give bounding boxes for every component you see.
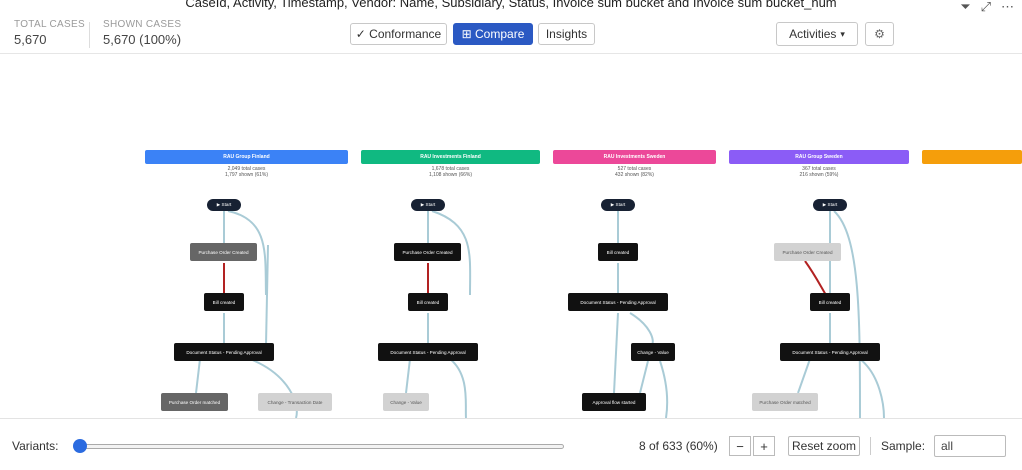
activities-label: Activities [789,27,837,41]
edge [195,358,201,394]
chevron-down-icon: ▾ [840,28,845,39]
total-cases-value: 5,670 [14,32,47,47]
column-total-1: 2,049 total cases [227,166,266,172]
column-shown-4: 216 shown (59%) [799,172,839,178]
column-shown-1: 1,797 shown (61%) [224,172,269,178]
edge [629,312,654,346]
shown-cases-value: 5,670 (100%) [103,32,182,47]
bill-created-node[interactable]: Bill created [810,293,850,311]
reset-zoom-button[interactable]: Reset zoom [788,436,860,456]
shown-cases-label: SHOWN CASES [103,19,182,30]
variants-count: 8 of 633 (60%) [639,439,718,453]
sample-label: Sample: [881,439,926,453]
edge [804,260,827,296]
column-total-4: 367 total cases [802,166,836,172]
conformance-button[interactable]: ✓ Conformance [350,23,447,45]
activities-dropdown[interactable]: Activities ▾ [776,22,858,46]
column-shown-3: 432 shown (82%) [615,172,654,178]
edge [859,358,885,418]
zoom-out-button[interactable]: − [729,436,751,456]
footer-divider [870,437,871,455]
edge [659,360,669,418]
column-header-4[interactable]: RAU Group Sweden [729,150,909,164]
variants-footer: Variants: 8 of 633 (60%) − + Reset zoom … [0,418,1022,470]
more-icon[interactable]: ⋯ [1001,0,1014,14]
column-header-3[interactable]: RAU Investments Sweden [553,150,716,164]
column-header-1[interactable]: RAU Group Finland [145,150,348,164]
variants-slider-track[interactable] [74,444,564,449]
po-created-node[interactable]: Purchase Order Created [394,243,461,261]
doc-status-node[interactable]: Document Status - Pending Approval [568,293,668,311]
gear-icon: ⚙ [874,27,885,41]
column-total-2: 1,678 total cases [431,166,470,172]
variants-label: Variants: [12,439,59,453]
column-title-1: RAU Group Finland [223,154,270,160]
po-matched-node[interactable]: Purchase Order matched [752,393,818,411]
title-strip: CaseId, Activity, Timestamp, Vendor: Nam… [0,0,1022,14]
column-title-3: RAU Investments Sweden [603,154,666,160]
approval-flow-node[interactable]: Approval flow started [582,393,646,411]
expand-icon[interactable]: ⤢ [980,0,991,14]
sample-input[interactable] [934,435,1006,457]
po-created-node[interactable]: Purchase Order Created [190,243,257,261]
edge [449,358,467,418]
po-created-node[interactable]: Purchase Order Created [774,243,841,261]
compare-button[interactable]: ⊞ Compare [453,23,533,45]
page-title: CaseId, Activity, Timestamp, Vendor: Nam… [185,0,837,10]
edge [639,360,649,394]
edge [265,244,269,346]
po-matched-node[interactable]: Purchase Order matched [161,393,228,411]
change-value-node[interactable]: Change - Value [383,393,429,411]
column-shown-2: 1,108 shown (66%) [428,172,473,178]
edge [797,358,811,394]
edge [833,210,861,418]
top-icons: ⏷ ⤢ ⋯ [960,0,1014,14]
variants-slider-thumb[interactable] [73,439,88,453]
edge [613,312,619,394]
zoom-in-button[interactable]: + [753,436,775,456]
total-cases-stat: TOTAL CASES 5,670 [14,19,85,47]
column-title-2: RAU Investments Finland [420,154,481,160]
doc-status-node[interactable]: Document Status - Pending Approval [378,343,478,361]
doc-status-node[interactable]: Document Status - Pending Approval [174,343,274,361]
start-node[interactable]: ▶ Start [411,199,445,211]
settings-button[interactable]: ⚙ [865,22,894,46]
insights-button[interactable]: Insights [538,23,595,45]
start-node[interactable]: ▶ Start [207,199,241,211]
column-title-4: RAU Group Sweden [795,154,843,160]
edge [249,358,298,418]
bill-created-node[interactable]: Bill created [598,243,638,261]
bill-created-node[interactable]: Bill created [408,293,448,311]
change-txn-node[interactable]: Change - Transaction Date [258,393,332,411]
edge [431,210,472,296]
total-cases-label: TOTAL CASES [14,19,85,30]
column-total-3: 527 total cases [617,166,652,172]
column-header-5[interactable] [922,150,1022,164]
start-node[interactable]: ▶ Start [601,199,635,211]
edge [405,358,411,394]
shown-cases-stat: SHOWN CASES 5,670 (100%) [103,19,181,47]
change-value-node[interactable]: Change - Value [631,343,675,361]
filter-icon[interactable]: ⏷ [960,0,971,14]
process-edges [195,210,885,418]
column-header-2[interactable]: RAU Investments Finland [361,150,540,164]
stat-divider [89,22,90,48]
start-node[interactable]: ▶ Start [813,199,847,211]
doc-status-node[interactable]: Document Status - Pending Approval [780,343,880,361]
edge [227,210,267,296]
toolbar: TOTAL CASES 5,670 SHOWN CASES 5,670 (100… [0,14,1022,54]
bill-created-node[interactable]: Bill created [204,293,244,311]
